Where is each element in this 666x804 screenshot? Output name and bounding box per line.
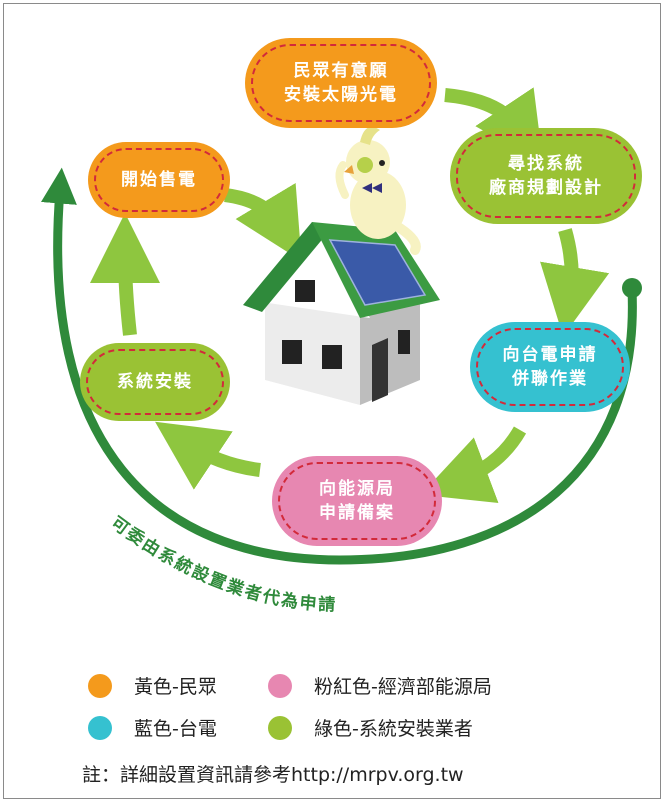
legend-label: 綠色-系統安裝業者 — [314, 718, 473, 740]
step-energy-bureau-filing: 向能源局 申請備案 — [272, 456, 442, 546]
legend-item-installer: 綠色-系統安裝業者 — [268, 714, 473, 741]
arrow-2-3 — [540, 228, 610, 337]
step-find-vendor: 尋找系統 廠商規劃設計 — [450, 128, 642, 224]
legend-item-energy-bureau: 粉紅色-經濟部能源局 — [268, 672, 492, 699]
step-start-selling: 開始售電 — [88, 142, 230, 218]
legend-label: 粉紅色-經濟部能源局 — [314, 676, 492, 698]
legend-label: 藍色-台電 — [134, 718, 217, 740]
arc-end-dot — [622, 278, 642, 298]
arrow-5-6 — [90, 213, 161, 336]
legend-label: 黃色-民眾 — [134, 676, 217, 698]
legend-dot-orange — [88, 673, 112, 698]
legend-item-taipower: 藍色-台電 — [88, 714, 217, 741]
arrow-6-house — [223, 182, 302, 262]
legend-dot-pink — [268, 673, 292, 698]
frame — [3, 3, 661, 799]
legend-dot-blue — [88, 715, 112, 740]
step-people-intent: 民眾有意願 安裝太陽光電 — [245, 38, 437, 128]
house-illustration — [243, 222, 440, 405]
arrow-1-2 — [444, 87, 544, 165]
step-taipower-application: 向台電申請 併聯作業 — [470, 322, 630, 412]
arrow-3-4 — [420, 426, 527, 503]
footnote: 註：詳細設置資訊請參考http://mrpv.org.tw — [82, 764, 464, 786]
legend-dot-green — [268, 715, 292, 740]
legend-item-people: 黃色-民眾 — [88, 672, 217, 699]
step-system-installation: 系統安裝 — [80, 343, 230, 421]
bird-mascot — [335, 126, 421, 255]
arrow-4-5 — [155, 421, 261, 490]
big-arc — [40, 167, 637, 565]
